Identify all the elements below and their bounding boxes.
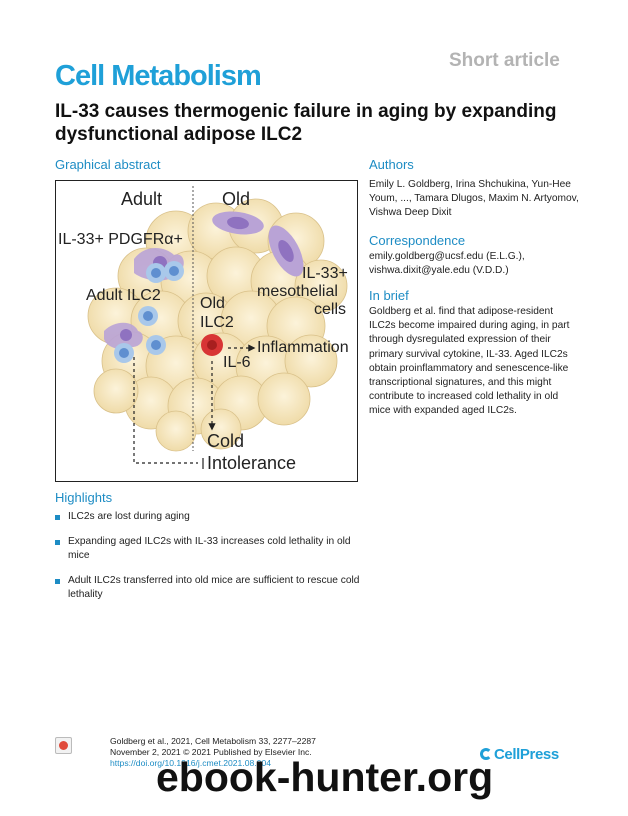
label-old-ilc2-line1: Old: [200, 295, 225, 312]
old-ilc2-cell: [201, 334, 223, 356]
in-brief-heading: In brief: [369, 288, 409, 303]
highlights-list: ILC2s are lost during aging Expanding ag…: [55, 510, 365, 613]
highlight-text: Adult ILC2s transferred into old mice ar…: [68, 575, 360, 600]
label-inflammation: Inflammation: [257, 339, 349, 356]
label-mesothelial-line2: mesothelial: [257, 283, 338, 300]
label-il33-pdgfra: IL-33+ PDGFRα+: [58, 231, 183, 248]
label-intolerance: Intolerance: [207, 453, 297, 473]
graphical-abstract-figure: Adult Old IL-33+ PDGFRα+ Adult ILC2 Old …: [55, 180, 358, 482]
mesothelial-cells: [212, 211, 304, 277]
graphical-abstract-heading: Graphical abstract: [55, 157, 161, 172]
cellpress-label: CellPress: [494, 746, 559, 763]
highlights-heading: Highlights: [55, 490, 113, 505]
authors-heading: Authors: [369, 157, 414, 172]
check-for-updates-icon[interactable]: [55, 737, 72, 754]
bullet-icon: [55, 515, 60, 520]
watermark-text: ebook-hunter.org: [156, 754, 494, 800]
highlight-item: ILC2s are lost during aging: [55, 510, 365, 524]
citation-line-1: Goldberg et al., 2021, Cell Metabolism 3…: [110, 736, 316, 746]
citation-block: Goldberg et al., 2021, Cell Metabolism 3…: [110, 736, 316, 769]
bullet-icon: [55, 579, 60, 584]
article-type-label: Short article: [449, 50, 560, 71]
label-adult-ilc2: Adult ILC2: [86, 287, 161, 304]
highlight-item: Adult ILC2s transferred into old mice ar…: [55, 574, 365, 602]
highlight-text: Expanding aged ILC2s with IL-33 increase…: [68, 536, 351, 561]
cellpress-logo[interactable]: CellPress: [480, 746, 559, 763]
label-mesothelial-line3: cells: [314, 301, 347, 318]
graphical-abstract-illustration: [87, 186, 348, 469]
adult-ilc2-cells-bottom: [104, 306, 166, 363]
citation-line-2: November 2, 2021 © 2021 Published by Els…: [110, 747, 312, 757]
doi-link[interactable]: https://doi.org/10.1016/j.cmet.2021.08.0…: [110, 758, 272, 768]
paper-title: IL-33 causes thermogenic failure in agin…: [55, 101, 557, 145]
correspondence-heading: Correspondence: [369, 233, 466, 248]
label-cold: Cold: [207, 431, 245, 451]
label-old-ilc2-line2: ILC2: [200, 314, 234, 331]
cellpress-logo-icon: [480, 748, 492, 760]
journal-title[interactable]: Cell Metabolism: [55, 60, 262, 92]
highlight-text: ILC2s are lost during aging: [68, 511, 190, 522]
authors-list[interactable]: Emily L. Goldberg, Irina Shchukina, Yun-…: [369, 179, 579, 219]
highlight-item: Expanding aged ILC2s with IL-33 increase…: [55, 535, 365, 563]
label-adult: Adult: [121, 189, 163, 209]
label-il6: IL-6: [223, 354, 251, 371]
label-old: Old: [222, 189, 251, 209]
correspondence-emails[interactable]: emily.goldberg@ucsf.edu (E.L.G.), vishwa…: [369, 251, 525, 277]
in-brief-text: Goldberg et al. find that adipose-reside…: [369, 306, 570, 417]
adult-ilc2-cells-top: [146, 261, 184, 283]
label-mesothelial-line1: IL-33+: [302, 265, 348, 282]
bullet-icon: [55, 540, 60, 545]
